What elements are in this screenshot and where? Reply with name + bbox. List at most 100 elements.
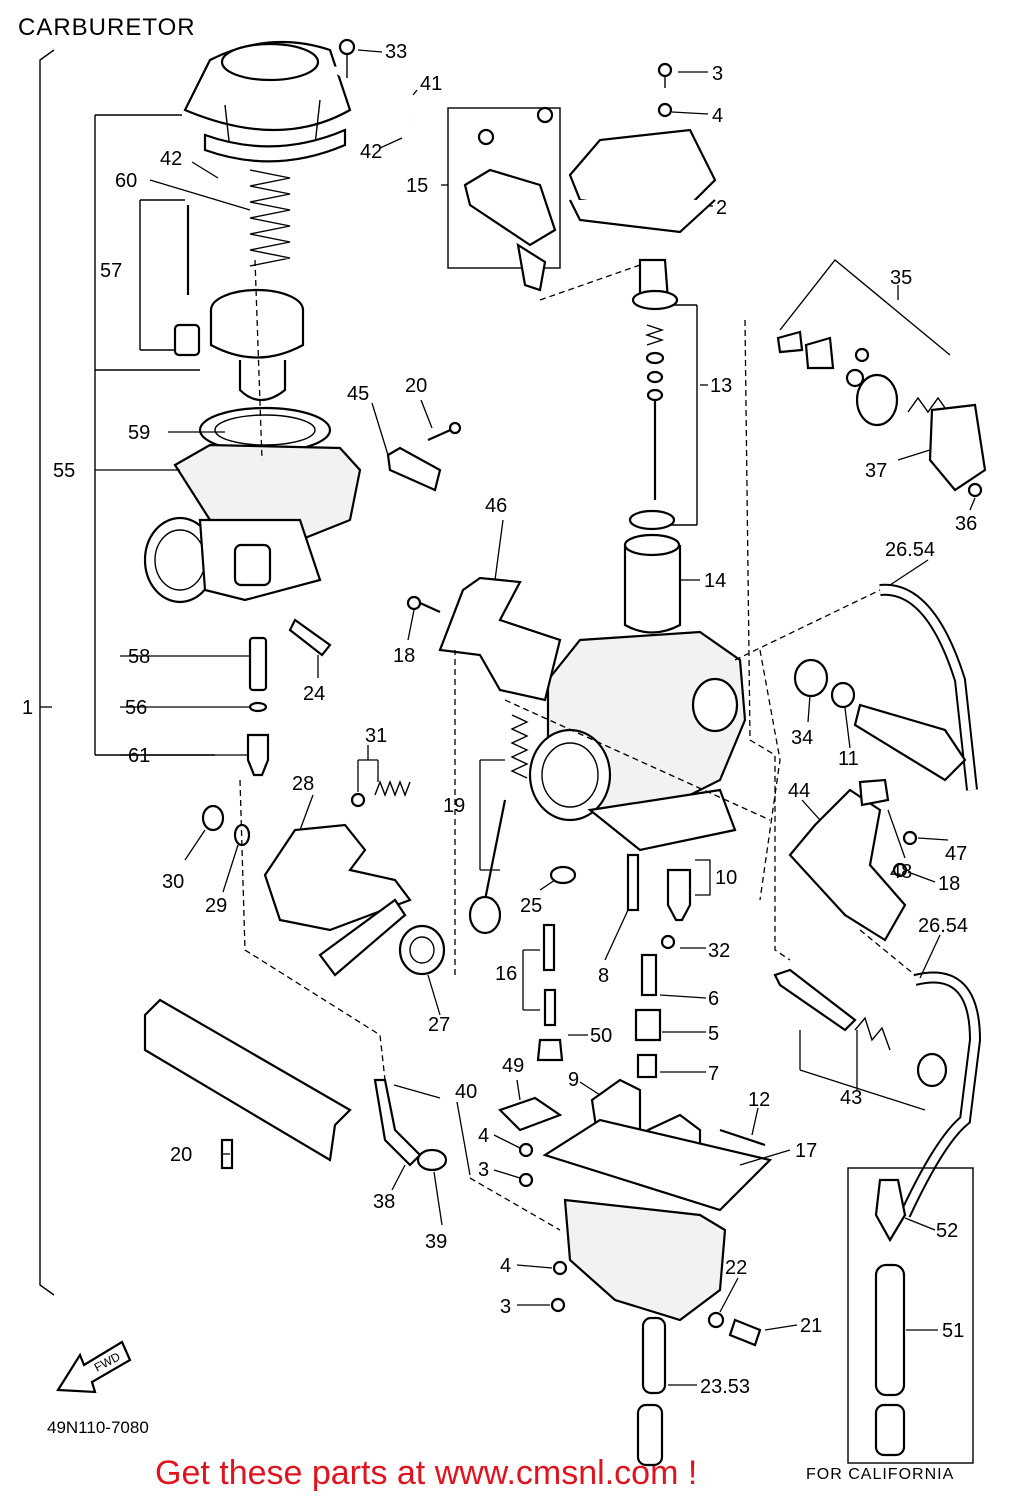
callout-56: 56 <box>125 697 147 719</box>
fwd-arrow-icon: FWD <box>56 1340 132 1394</box>
callout-28: 28 <box>292 773 314 795</box>
vent-hose-41 <box>329 66 415 122</box>
screw-3-top <box>657 62 673 118</box>
screws-3-4-lower <box>518 1142 568 1313</box>
callout-41: 41 <box>420 73 442 95</box>
callout-38: 38 <box>373 1191 395 1213</box>
diagram-code: 49N110-7080 <box>47 1418 149 1437</box>
callout-49: 49 <box>502 1055 524 1077</box>
callout-42: 42 <box>360 141 382 163</box>
jets-6-5-7 <box>634 953 662 1079</box>
needle-57 <box>173 205 201 357</box>
spring-27 <box>398 924 446 976</box>
callout-26-54: 26.54 <box>918 915 968 937</box>
fitting-38-39 <box>373 1078 448 1172</box>
callout-5: 5 <box>708 1023 719 1045</box>
callout-59: 59 <box>128 422 150 444</box>
callout-26-54: 26.54 <box>885 539 935 561</box>
drain-21-22 <box>707 1311 762 1347</box>
upper-carb-body-55 <box>143 443 362 604</box>
callout-18: 18 <box>938 873 960 895</box>
callout-42: 42 <box>160 148 182 170</box>
screw-32 <box>660 934 676 950</box>
callout-25: 25 <box>520 895 542 917</box>
callout-47: 47 <box>945 843 967 865</box>
callout-40: 40 <box>455 1081 477 1103</box>
leader-lines <box>40 49 976 1386</box>
callout-55: 55 <box>53 460 75 482</box>
california-kit-51-52 <box>847 1167 974 1464</box>
pipe-24 <box>288 618 332 657</box>
callout-1: 1 <box>22 697 33 719</box>
callout-45: 45 <box>347 383 369 405</box>
hose-26-54-upper <box>879 583 978 791</box>
california-note: FOR CALIFORNIA <box>806 1466 955 1483</box>
callout-44: 44 <box>788 780 810 802</box>
callout-22: 22 <box>725 1257 747 1279</box>
callout-4: 4 <box>712 105 723 127</box>
alignment-lines <box>239 259 916 1231</box>
callout-27: 27 <box>428 1014 450 1036</box>
plug-50 <box>536 1038 564 1062</box>
bracket-49 <box>497 1096 563 1132</box>
bracket-plate-28 <box>263 823 412 977</box>
bracket-20-lower <box>143 998 352 1162</box>
callout-34: 34 <box>791 727 813 749</box>
idle-screw-19 <box>468 714 529 935</box>
callout-43: 43 <box>840 1087 862 1109</box>
bracket-46 <box>438 576 562 702</box>
callout-2: 2 <box>716 197 727 219</box>
carb-top-cap <box>183 40 352 163</box>
bracket-44 <box>788 788 907 942</box>
top-cover-2 <box>568 128 717 234</box>
parts-banner-link[interactable]: Get these parts at www.cmsnl.com ! <box>155 1454 698 1492</box>
callout-61: 61 <box>128 745 150 767</box>
callout-21: 21 <box>800 1315 822 1337</box>
callout-15: 15 <box>406 175 428 197</box>
callout-14: 14 <box>704 570 726 592</box>
washer-34-11 <box>793 658 856 709</box>
hose-26-54-lower <box>899 971 982 1218</box>
callout-6: 6 <box>708 988 719 1010</box>
callout-11: 11 <box>838 748 859 770</box>
callout-52: 52 <box>936 1220 958 1242</box>
callout-20: 20 <box>405 375 427 397</box>
callout-29: 29 <box>205 895 227 917</box>
link-15 <box>447 106 561 292</box>
diagram-title: CARBURETOR <box>18 14 196 41</box>
callout-8: 8 <box>598 965 609 987</box>
callout-51: 51 <box>942 1320 964 1342</box>
callout-48: 48 <box>890 861 912 883</box>
callout-23-53: 23.53 <box>700 1376 750 1398</box>
top-cap-spring <box>249 169 291 267</box>
callout-50: 50 <box>590 1025 612 1047</box>
washer-30-29 <box>201 804 251 847</box>
screw-18 <box>406 595 441 614</box>
needle-assembly-13 <box>631 258 698 526</box>
plug-25 <box>549 865 577 885</box>
callout-3: 3 <box>712 63 723 85</box>
bracket-45 <box>386 446 442 492</box>
callout-32: 32 <box>708 940 730 962</box>
callout-9: 9 <box>568 1069 579 1091</box>
screw-20 <box>427 421 462 442</box>
screw-47-48-18 <box>858 778 918 878</box>
callout-24: 24 <box>303 683 325 705</box>
slide-14 <box>623 509 682 634</box>
callout-33: 33 <box>385 41 407 63</box>
callout-3: 3 <box>500 1296 511 1318</box>
shaft-11 <box>853 703 967 782</box>
callout-10: 10 <box>715 867 737 889</box>
callout-20: 20 <box>170 1144 192 1166</box>
pin-12 <box>719 1128 766 1147</box>
callout-57: 57 <box>100 260 122 282</box>
callout-36: 36 <box>955 513 977 535</box>
callout-31: 31 <box>365 725 387 747</box>
callout-46: 46 <box>485 495 507 517</box>
callout-17: 17 <box>795 1140 817 1162</box>
float-bowl <box>542 1118 773 1322</box>
callout-39: 39 <box>425 1231 447 1253</box>
spring-set-31 <box>350 780 411 808</box>
